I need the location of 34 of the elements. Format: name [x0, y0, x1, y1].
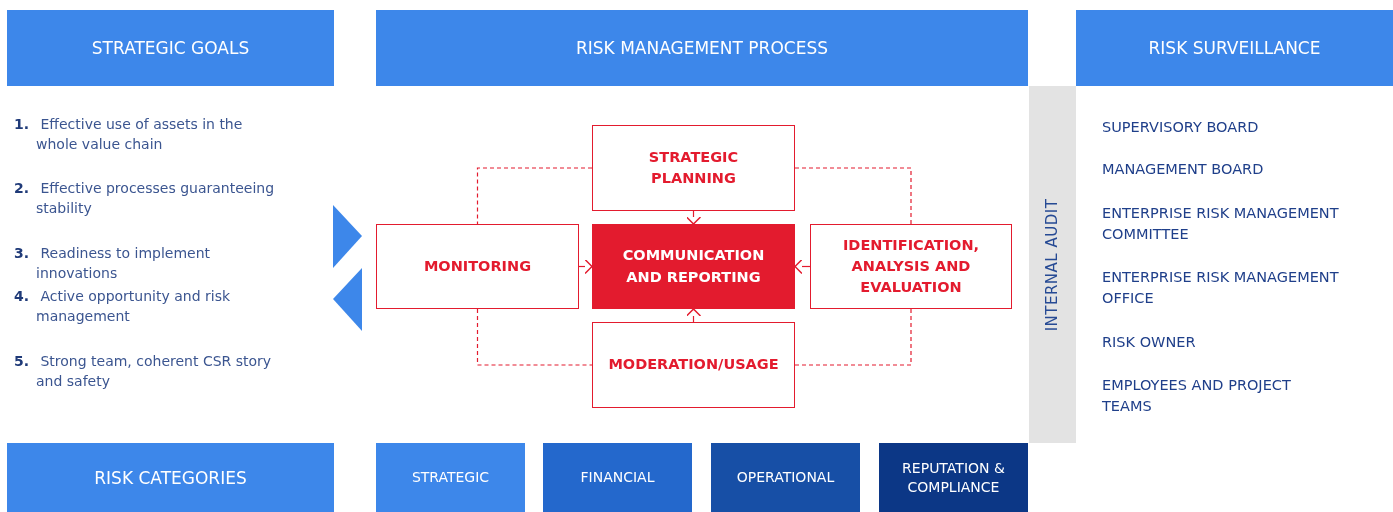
pointer-arrow	[685, 210, 702, 225]
category-band: OPERATIONAL	[711, 443, 860, 512]
process-box: MODERATION/USAGE	[592, 322, 795, 408]
goal-item: 3. Readiness to implement innovations	[14, 244, 212, 284]
header-band: STRATEGIC GOALS	[7, 10, 334, 86]
goal-item: 1. Effective use of assets in the whole value chain	[14, 115, 244, 155]
surveillance-item: ENTERPRISE RISK MANAGEMENT COMMITTEE	[1102, 204, 1340, 244]
surveillance-item: SUPERVISORY BOARD	[1102, 118, 1260, 137]
process-box: COMMUNICATION AND REPORTING	[592, 224, 795, 309]
category-band: FINANCIAL	[543, 443, 692, 512]
surveillance-item: RISK OWNER	[1102, 333, 1197, 352]
surveillance-item: EMPLOYEES AND PROJECT TEAMS	[1102, 376, 1292, 416]
process-box: STRATEGIC PLANNING	[592, 125, 795, 211]
audit-band	[1029, 86, 1076, 443]
dashed-connector	[794, 167, 912, 225]
header-band: RISK MANAGEMENT PROCESS	[376, 10, 1028, 86]
goal-item: 2. Effective processes guaranteeing stability	[14, 179, 276, 219]
process-box: MONITORING	[376, 224, 579, 309]
pointer-arrow	[685, 308, 702, 323]
dashed-connector	[476, 167, 593, 225]
category-band: REPUTATION & COMPLIANCE	[879, 443, 1028, 512]
pointer-arrow	[794, 258, 811, 275]
header-band: RISK SURVEILLANCE	[1076, 10, 1393, 86]
process-box: IDENTIFICATION, ANALYSIS AND EVALUATION	[810, 224, 1012, 309]
surveillance-item: MANAGEMENT BOARD	[1102, 160, 1265, 179]
category-band: STRATEGIC	[376, 443, 525, 512]
goal-item: 4. Active opportunity and risk management	[14, 287, 232, 327]
header-band: RISK CATEGORIES	[7, 443, 334, 512]
dashed-connector	[794, 308, 912, 366]
band-label: INTERNAL AUDIT	[1043, 198, 1062, 331]
surveillance-item: ENTERPRISE RISK MANAGEMENT OFFICE	[1102, 268, 1340, 308]
pointer-arrow	[578, 258, 593, 275]
dashed-connector	[476, 308, 593, 366]
goal-item: 5. Strong team, coherent CSR story and safety	[14, 352, 273, 392]
